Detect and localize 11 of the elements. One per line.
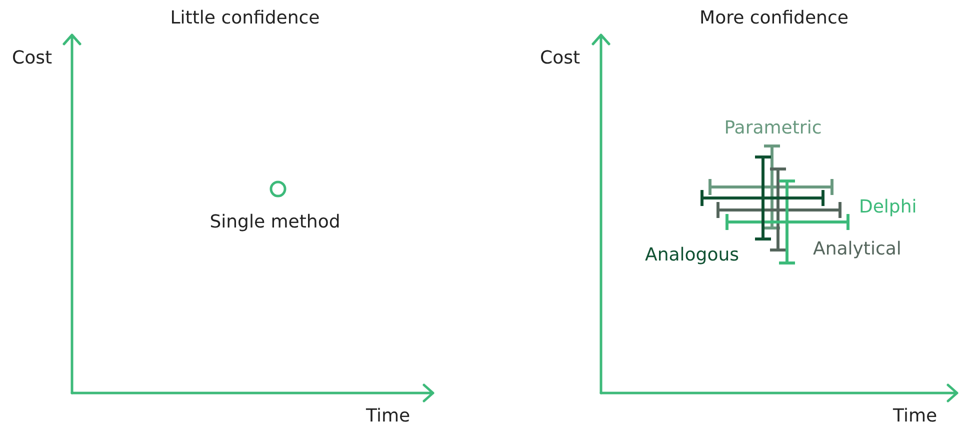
method-label: Analytical [813,238,902,260]
chart-title: Little confidence [170,8,320,28]
method-label: Delphi [859,196,917,218]
x-axis-label: Time [893,406,938,426]
x-axis-label: Time [366,406,410,426]
y-axis-label: Cost [540,48,580,68]
y-axis-label: Cost [12,48,52,68]
chart-title: More confidence [700,8,848,28]
point-label: Single method [210,212,340,232]
method-label: Parametric [724,118,822,138]
method-label: Analogous [645,244,739,266]
